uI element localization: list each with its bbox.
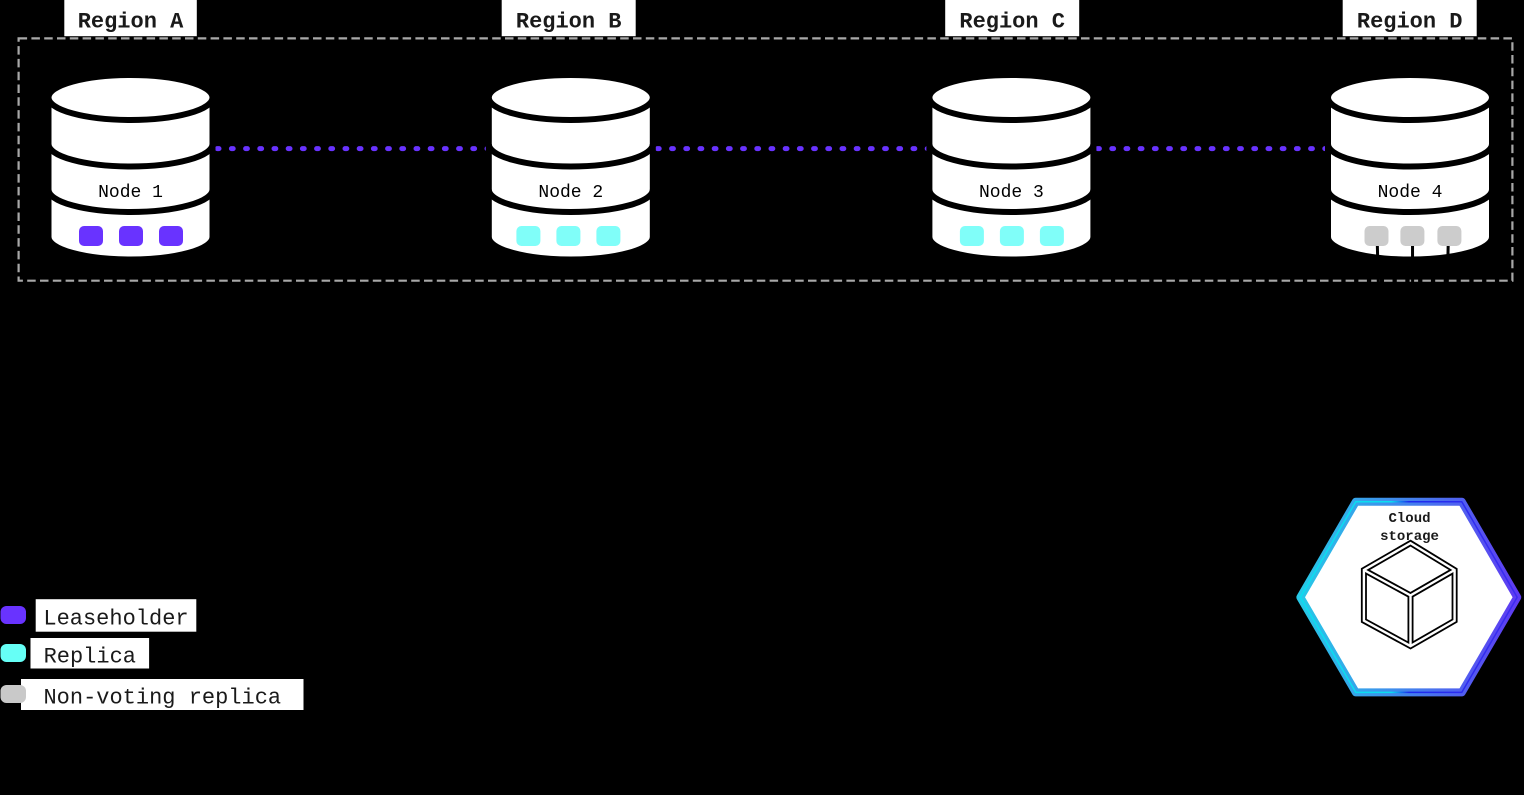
svg-text:Node 3: Node 3: [979, 183, 1044, 203]
svg-text:Region C: Region C: [959, 10, 1065, 35]
svg-text:Region D: Region D: [1357, 10, 1463, 35]
svg-text:Node 4: Node 4: [1378, 183, 1443, 203]
svg-text:Node 1: Node 1: [98, 183, 163, 203]
svg-text:Region A: Region A: [78, 10, 184, 35]
svg-text:Node 2: Node 2: [538, 183, 603, 203]
svg-text:storage: storage: [1380, 529, 1439, 545]
svg-text:Region B: Region B: [516, 10, 622, 35]
svg-text:Non-voting replica: Non-voting replica: [43, 686, 281, 711]
svg-text:Leaseholder: Leaseholder: [43, 607, 188, 632]
svg-text:Cloud: Cloud: [1388, 511, 1430, 527]
svg-text:Replica: Replica: [44, 645, 136, 670]
